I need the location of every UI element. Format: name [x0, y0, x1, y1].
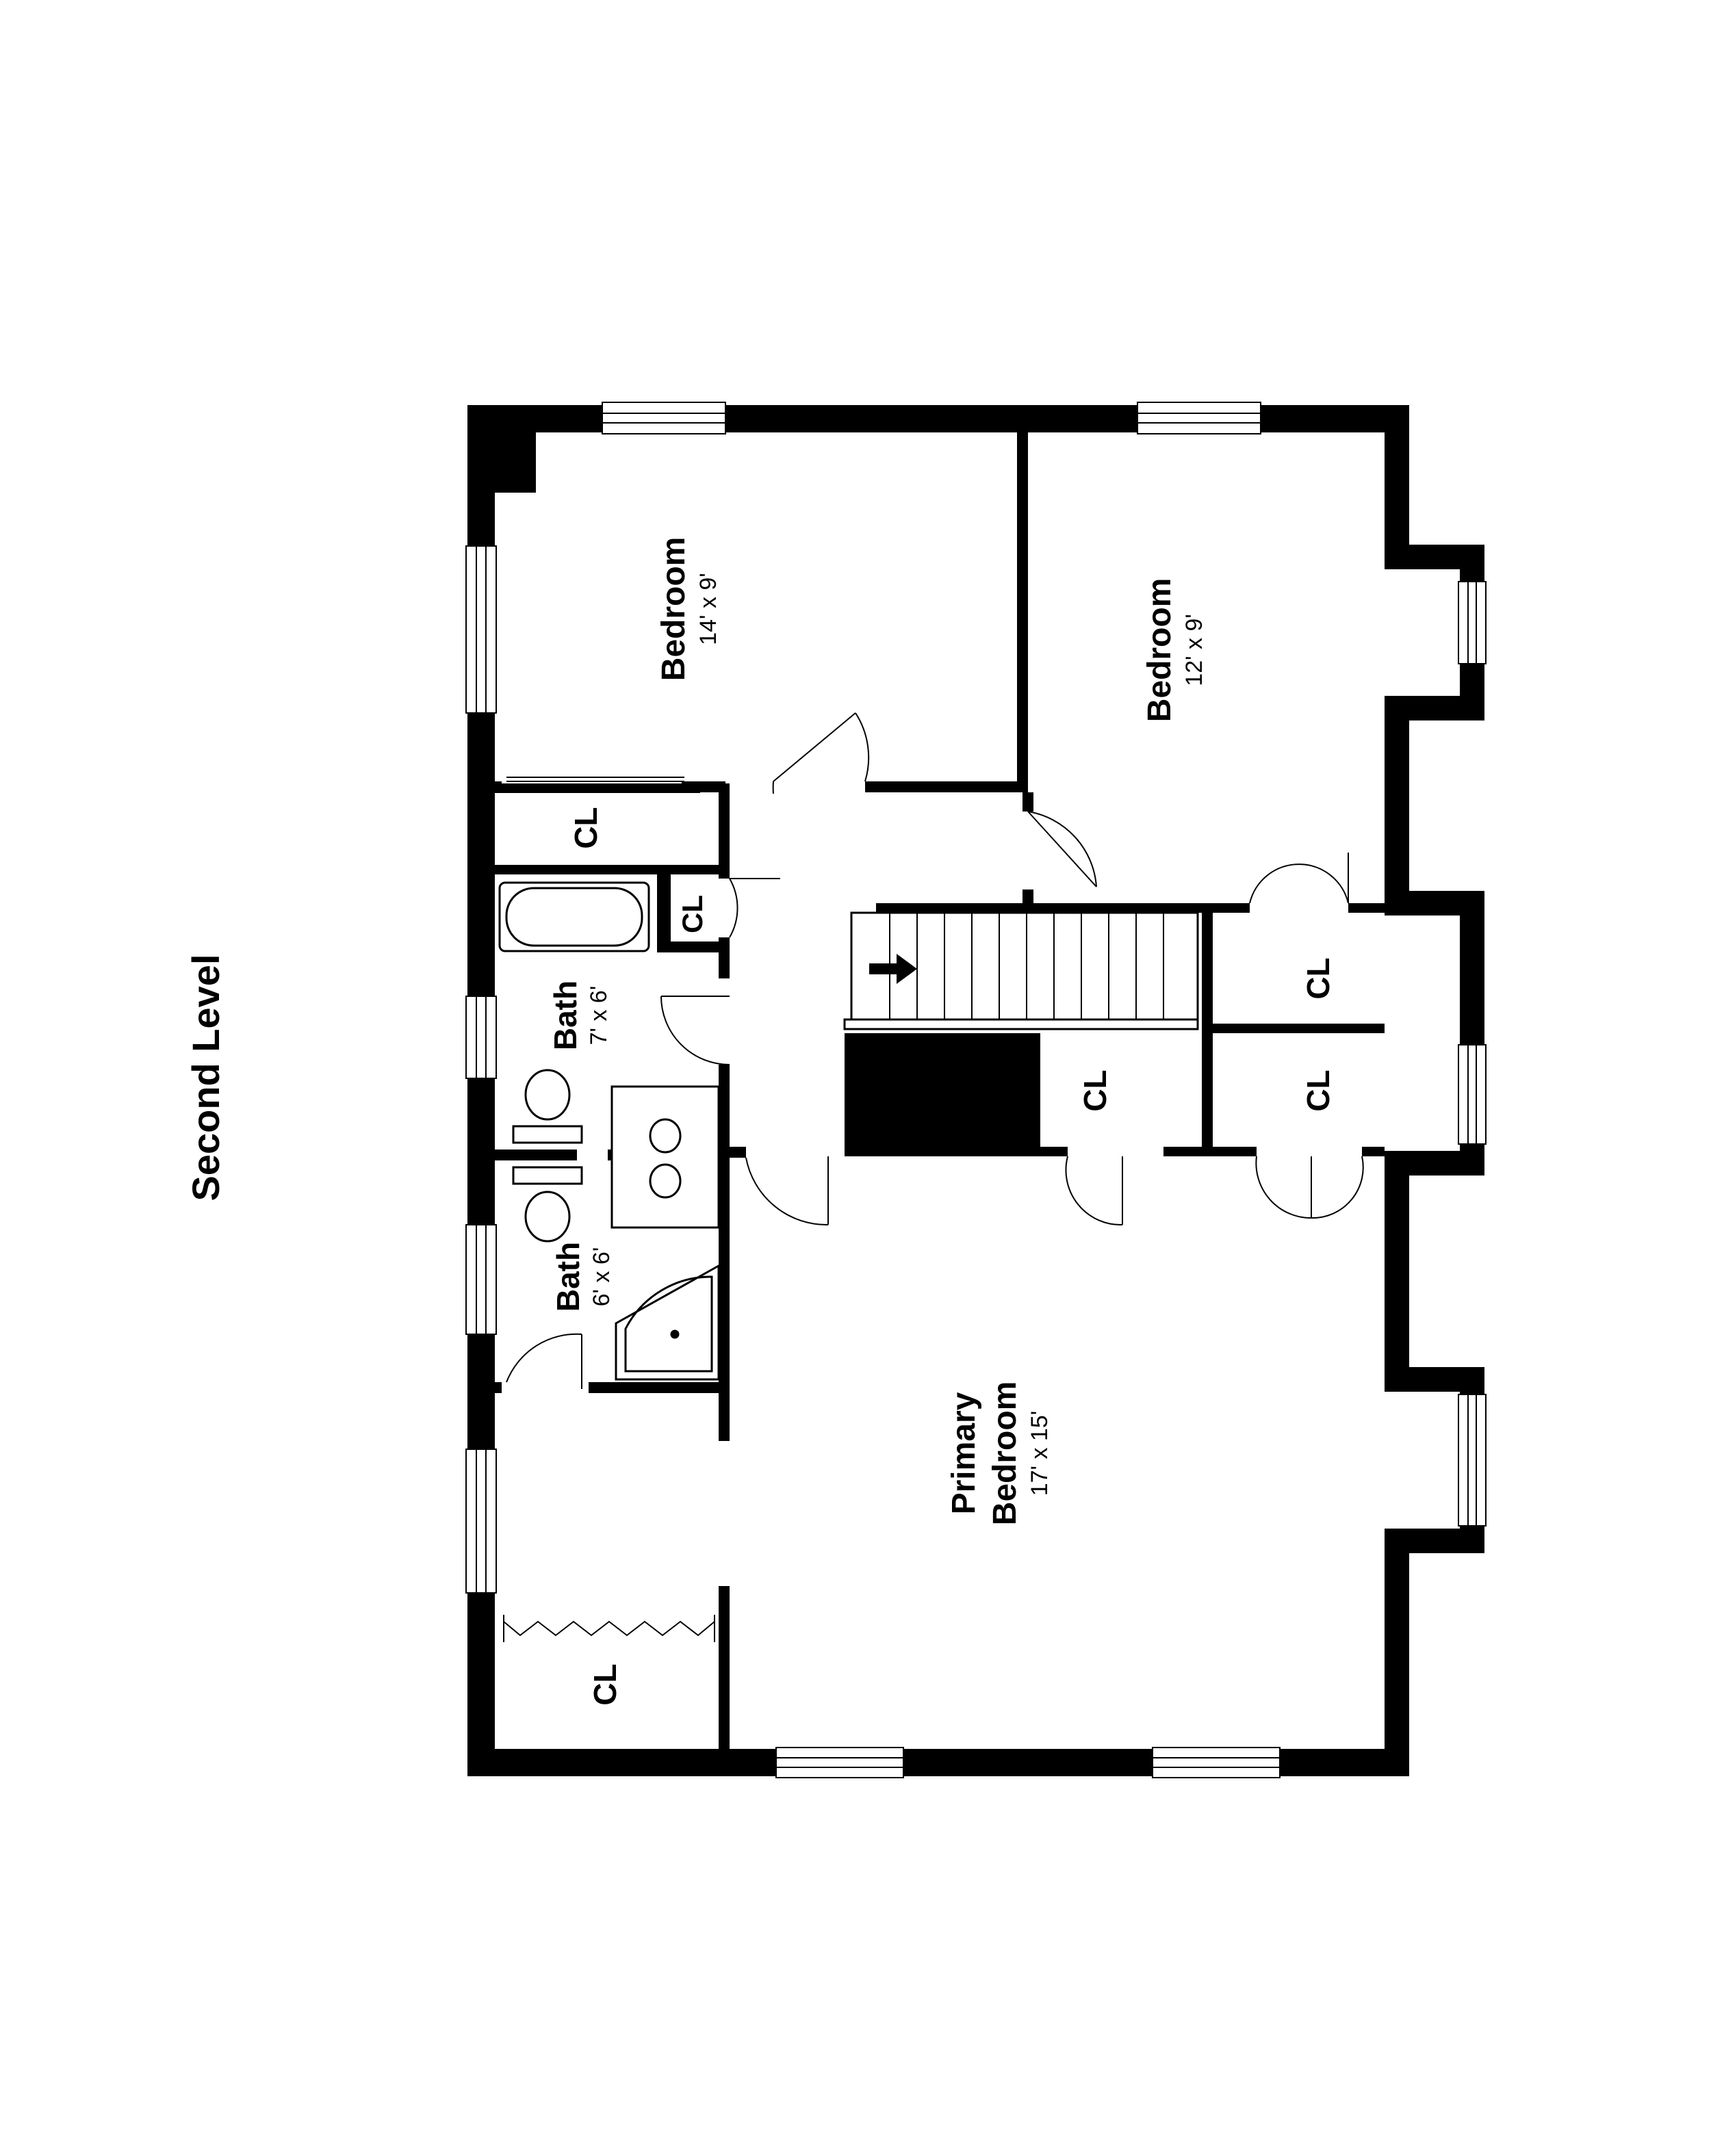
- room-label-primary-bedroom: Primary Bedroom 17' x 15': [946, 1381, 1053, 1526]
- shower: [615, 1264, 720, 1381]
- floor-title: Second Level: [184, 954, 227, 1201]
- room-name: Bedroom: [656, 537, 692, 681]
- room-dims: 17' x 15': [1027, 1411, 1053, 1496]
- closet-label: CL: [1300, 957, 1336, 999]
- room-name: Bath: [550, 1242, 586, 1312]
- closet-label: CL: [587, 1663, 623, 1705]
- room-name: Primary: [946, 1392, 982, 1514]
- closet-label: CL: [676, 895, 708, 933]
- room-label-bath-lower: Bath 6' x 6': [550, 1242, 615, 1312]
- windows: [465, 402, 1487, 1778]
- toilet: [524, 1191, 571, 1243]
- room-dims: 7' x 6': [586, 986, 612, 1045]
- bifold-door: [503, 1620, 715, 1637]
- stairs: [843, 911, 1199, 1030]
- room-name: Bath: [548, 980, 583, 1050]
- fixtures: [498, 881, 720, 1381]
- room-label-bath-upper: Bath 7' x 6': [548, 980, 612, 1050]
- room-label-bedroom-left: Bedroom 14' x 9': [656, 537, 721, 681]
- room-label-bedroom-right: Bedroom 12' x 9': [1142, 578, 1207, 723]
- toilet: [524, 1069, 571, 1121]
- room-dims: 12' x 9': [1181, 614, 1207, 686]
- closet-label: CL: [1077, 1069, 1113, 1111]
- sink-icon: [649, 1163, 682, 1199]
- closet-label: CL: [568, 807, 604, 848]
- closet-label: CL: [1300, 1069, 1336, 1111]
- vanity: [610, 1085, 720, 1229]
- room-name: Bedroom: [987, 1381, 1023, 1526]
- room-name: Bedroom: [1142, 578, 1178, 723]
- room-dims: 14' x 9': [695, 573, 721, 645]
- room-dims: 6' x 6': [589, 1247, 615, 1307]
- sink-icon: [649, 1118, 682, 1154]
- stair-arrow-icon: [869, 954, 917, 984]
- doors: [506, 712, 1364, 1389]
